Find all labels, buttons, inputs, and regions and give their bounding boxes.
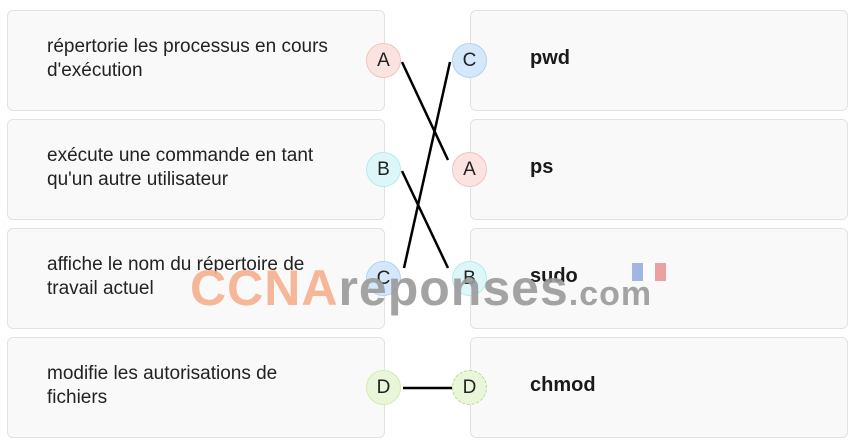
left-badge-d[interactable]: D bbox=[366, 370, 401, 405]
right-badge-d[interactable]: D bbox=[452, 370, 487, 405]
watermark-part-3: .com bbox=[568, 275, 653, 313]
watermark-part-1: CCNA bbox=[190, 260, 339, 316]
left-badge-c[interactable]: C bbox=[366, 261, 401, 296]
connector-c bbox=[402, 61, 452, 269]
right-item-pwd[interactable]: pwd bbox=[470, 10, 848, 111]
france-flag-icon bbox=[632, 263, 666, 281]
right-item-label: chmod bbox=[530, 374, 596, 396]
left-item-c[interactable]: affiche le nom du répertoire de travail … bbox=[7, 228, 385, 329]
right-item-label: pwd bbox=[530, 47, 570, 69]
watermark: CCNAreponses.com bbox=[190, 259, 652, 317]
left-badge-b[interactable]: B bbox=[366, 152, 401, 187]
left-item-a[interactable]: répertorie les processus en cours d'exéc… bbox=[7, 10, 385, 111]
right-item-chmod[interactable]: chmod bbox=[470, 337, 848, 438]
right-item-label: sudo bbox=[530, 265, 578, 287]
left-item-label: modifie les autorisations de fichiers bbox=[47, 363, 278, 408]
left-item-label: répertorie les processus en cours d'exéc… bbox=[47, 36, 328, 81]
left-item-label: exécute une commande en tant qu'un autre… bbox=[47, 145, 314, 190]
left-badge-a[interactable]: A bbox=[366, 43, 401, 78]
left-item-d[interactable]: modifie les autorisations de fichiers bbox=[7, 337, 385, 438]
right-item-ps[interactable]: ps bbox=[470, 119, 848, 220]
right-badge-c[interactable]: C bbox=[452, 43, 487, 78]
connector-a bbox=[400, 61, 450, 161]
right-item-label: ps bbox=[530, 156, 554, 178]
right-badge-b[interactable]: B bbox=[452, 261, 487, 296]
connector-b bbox=[400, 170, 450, 269]
left-item-b[interactable]: exécute une commande en tant qu'un autre… bbox=[7, 119, 385, 220]
right-badge-a[interactable]: A bbox=[452, 152, 487, 187]
watermark-part-2: reponses bbox=[338, 260, 569, 316]
left-item-label: affiche le nom du répertoire de travail … bbox=[47, 254, 305, 299]
